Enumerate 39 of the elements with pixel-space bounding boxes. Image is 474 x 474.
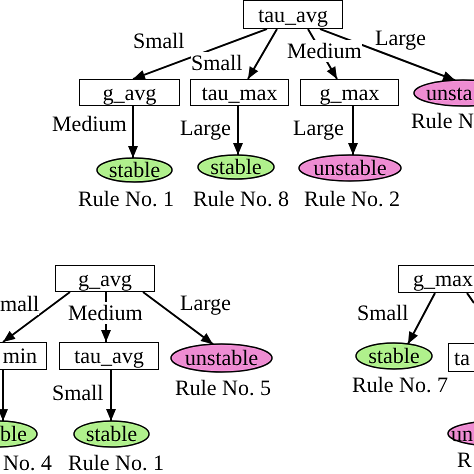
rule-label: Rule No. 2	[304, 188, 400, 210]
attribute-box: g_avg	[79, 79, 180, 106]
arrow	[128, 106, 138, 158]
edge-label: Medium	[68, 302, 143, 324]
edge-label: Medium	[287, 40, 362, 62]
attribute-box: ta	[448, 343, 474, 372]
attribute-box: g_max	[398, 265, 474, 293]
class-ellipse: stable	[96, 157, 173, 183]
rule-label: Rule No. 1	[78, 188, 174, 210]
class-ellipse: stable	[355, 342, 433, 370]
arrow	[320, 28, 456, 82]
arrow	[348, 106, 358, 156]
class-ellipse: stable	[73, 420, 150, 448]
attribute-box: g_avg	[55, 265, 155, 292]
rule-label: Rule No. 7	[352, 374, 448, 396]
attribute-box: tau_max	[190, 79, 289, 106]
attribute-box: min	[0, 342, 47, 370]
attribute-box: tau_avg	[59, 342, 159, 370]
rule-label: Rule No. 1	[68, 452, 164, 474]
connector-line	[466, 292, 474, 304]
arrow	[233, 106, 243, 156]
class-ellipse: unstable	[170, 343, 273, 373]
arrow	[0, 370, 8, 422]
rule-label: Rule N	[411, 110, 474, 132]
attribute-box: g_max	[300, 79, 399, 106]
class-ellipse: unstable	[298, 154, 402, 182]
class-ellipse: stable	[197, 154, 275, 180]
rule-label: Rule No. 8	[193, 188, 289, 210]
arrow	[407, 292, 436, 344]
arrow	[247, 28, 278, 80]
arrow	[142, 291, 214, 345]
arrow	[106, 370, 116, 421]
arrow	[132, 28, 268, 80]
attribute-box: tau_avg	[243, 0, 343, 29]
rule-label: R	[457, 449, 472, 471]
edge-label: mall	[0, 293, 40, 315]
arrow	[2, 291, 71, 343]
rule-label: No. 4	[3, 452, 52, 474]
rule-label: Rule No. 5	[175, 377, 271, 399]
